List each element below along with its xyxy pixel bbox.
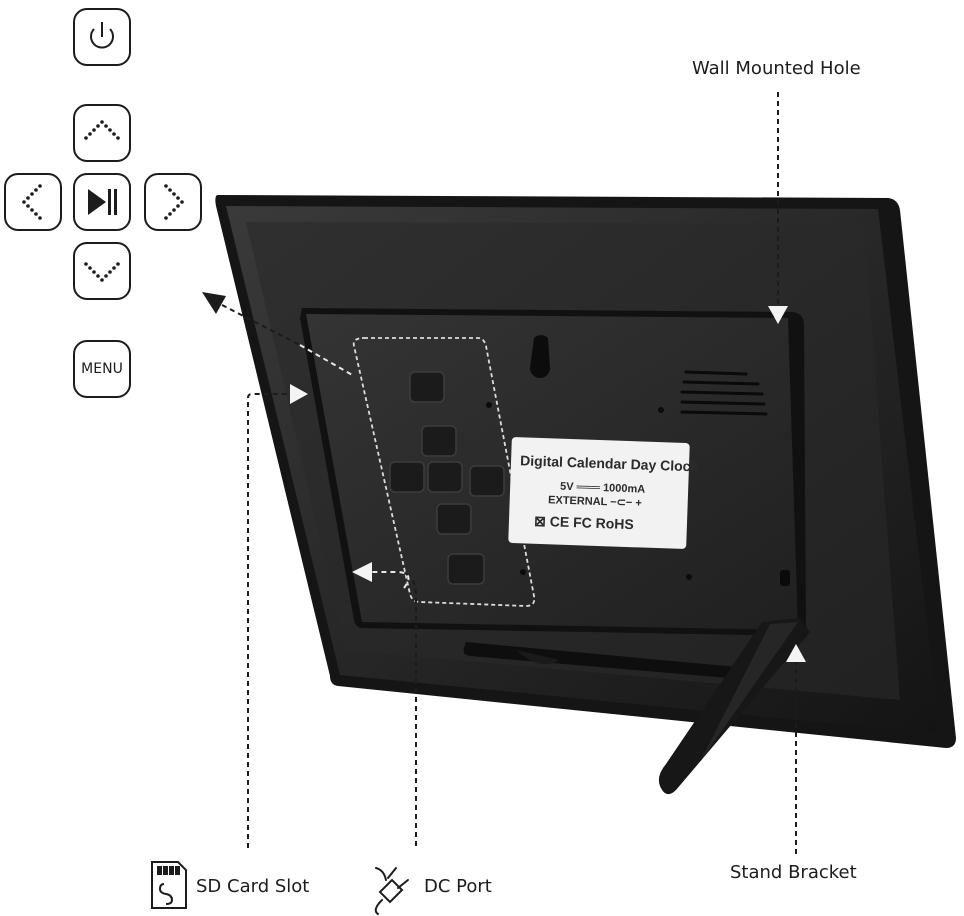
stand-bracket — [658, 618, 810, 795]
right-button-legend — [144, 173, 202, 231]
device-label-title: Digital Calendar Day Clock — [520, 452, 699, 474]
dc-port-label: DC Port — [424, 876, 492, 897]
device-label-sticker — [508, 437, 690, 549]
button-group-outline — [352, 337, 536, 607]
stand-arrowhead — [786, 644, 806, 662]
dc-port — [780, 570, 790, 586]
panel-dots — [486, 402, 692, 580]
device-label-marks: ⊠ CE FC RoHS — [534, 513, 634, 532]
device-label-external: EXTERNAL −⊂− + — [548, 494, 642, 509]
menu-button-legend: MENU — [73, 340, 131, 398]
down-button-legend — [73, 242, 131, 300]
power-button-legend — [73, 8, 131, 66]
sd-card-icon — [151, 861, 187, 909]
physical-buttons — [389, 371, 505, 585]
plug-icon — [374, 867, 409, 915]
chevron-left-icon — [22, 184, 42, 220]
device-label-rating: 5V ═══ 1000mA — [560, 481, 646, 496]
menu-label: MENU — [81, 361, 123, 377]
sd-card-slot-label: SD Card Slot — [196, 876, 310, 897]
wall-hole — [530, 335, 550, 378]
chevron-up-icon — [84, 120, 120, 140]
wall-hole-arrowhead — [768, 306, 788, 324]
play-pause-icon — [88, 189, 117, 215]
buttons-arrowhead — [202, 292, 226, 314]
callout-lines — [221, 92, 797, 856]
left-button-legend — [4, 173, 62, 231]
power-icon — [90, 22, 114, 49]
chevron-down-icon — [84, 262, 120, 282]
callout-arrowheads — [202, 292, 806, 662]
speaker-grille — [680, 370, 768, 416]
play-pause-button-legend — [73, 173, 131, 231]
sd-arrowhead — [290, 384, 308, 404]
stand-bracket-label: Stand Bracket — [730, 862, 857, 883]
up-button-legend — [73, 104, 131, 162]
chevron-right-icon — [164, 184, 184, 220]
dc-arrowhead — [352, 562, 372, 582]
stand-hinge — [463, 642, 755, 680]
wall-mounted-hole-label: Wall Mounted Hole — [692, 58, 861, 79]
